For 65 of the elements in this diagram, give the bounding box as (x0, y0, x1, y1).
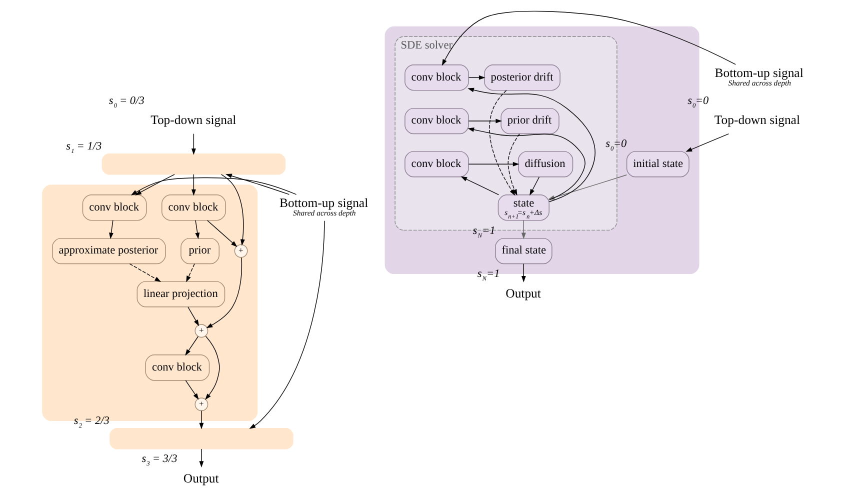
node-box: conv block (82, 194, 147, 221)
node-circle: + (194, 324, 208, 338)
arrow (220, 174, 245, 246)
node-label: s$_{N}$=1 (477, 268, 500, 283)
arrow (185, 380, 199, 400)
node-label: s$_{0}$ = 0/3 (108, 94, 144, 110)
arrow (468, 118, 502, 124)
arrow (195, 220, 200, 240)
node-text: Bottom-up signal Shared across depth (714, 66, 804, 88)
arrow (130, 177, 297, 196)
node-label: s$_{2}$ = 2/3 (74, 415, 110, 430)
node-text: Output (183, 471, 219, 486)
arrow (249, 220, 325, 429)
arrow (191, 133, 196, 155)
node-circle: + (194, 398, 208, 412)
arrow (188, 306, 200, 326)
node-box: conv block (404, 151, 469, 178)
node-box: conv block (145, 354, 210, 381)
node-label: s$_{0}$=0 (688, 94, 709, 110)
arrow (460, 176, 500, 196)
arrow (530, 176, 540, 196)
arrow (468, 75, 486, 80)
arrow (489, 90, 516, 196)
arrow (508, 134, 520, 196)
arrow (185, 336, 198, 356)
node-box: state s$_{n+1}$=s$_{n}$+Δs (498, 194, 550, 221)
arrow (206, 257, 242, 328)
arrow (199, 410, 204, 430)
arrow (207, 220, 238, 248)
arrow (468, 88, 596, 202)
node-text: Output (506, 286, 541, 300)
arrow (129, 263, 162, 282)
node-box: conv block (162, 194, 226, 221)
arrow (226, 174, 290, 195)
node-bar (110, 428, 294, 450)
node-text: Top-down signal (150, 113, 236, 128)
arrow (521, 220, 526, 240)
node-label: s$_{N}$=1 (472, 224, 496, 240)
node-box: diffusion (518, 151, 574, 178)
arrow (205, 336, 220, 400)
node-text: Bottom-up signal Shared across depth (280, 196, 368, 218)
node-box: conv block (404, 64, 469, 91)
arrow (686, 133, 730, 152)
arrow (109, 220, 114, 240)
node-box: final state (495, 238, 552, 264)
node-label: s$_{0}$=0 (606, 138, 627, 153)
arrow (521, 263, 526, 282)
arrow (199, 448, 204, 468)
node-box: conv block (404, 108, 469, 134)
node-box: prior (180, 238, 220, 264)
node-box: posterior drift (484, 64, 560, 91)
node-box: initial state (626, 151, 690, 178)
node-box: approximate posterior (52, 238, 166, 264)
node-box: linear projection (136, 281, 226, 308)
arrow (135, 174, 175, 196)
arrow (191, 174, 196, 196)
node-label: s$_{1}$ = 1/3 (66, 140, 102, 156)
arrow (186, 263, 195, 282)
node-circle: + (234, 244, 248, 258)
arrow (442, 10, 736, 66)
node-text: Top-down signal (714, 113, 800, 128)
node-box: prior drift (500, 108, 560, 134)
node-bar (102, 154, 286, 175)
node-label: s$_{3}$ = 3/3 (142, 453, 178, 468)
arrow (468, 162, 520, 166)
